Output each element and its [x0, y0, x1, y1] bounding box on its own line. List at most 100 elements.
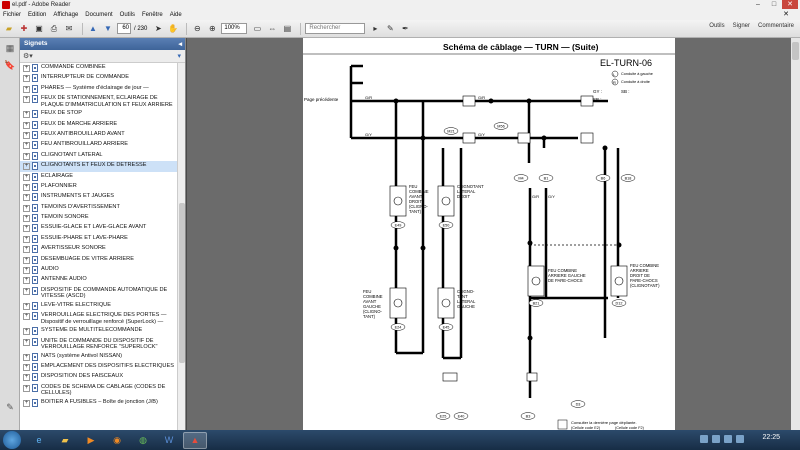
page-number-input[interactable]: 60 — [117, 23, 131, 34]
email-icon[interactable]: ✉ — [65, 24, 73, 33]
expand-icon[interactable]: + — [23, 65, 30, 72]
comment-icon[interactable]: ✎ — [387, 24, 394, 33]
expand-icon[interactable]: + — [23, 246, 30, 254]
bookmark-item[interactable]: +NATS (système Antivol NISSAN) — [20, 352, 178, 362]
menu-edition[interactable]: Edition — [28, 12, 47, 18]
bookmark-item[interactable]: +TEMOIN SONORE — [20, 213, 178, 223]
tray-icon[interactable] — [700, 435, 708, 443]
menu-fichier[interactable]: Fichier — [3, 12, 22, 18]
fit-width-icon[interactable]: ⇔ — [268, 24, 277, 33]
tray-icon[interactable] — [712, 435, 720, 443]
bookmark-item[interactable]: +AVERTISSEUR SONORE — [20, 244, 178, 254]
save-icon[interactable]: ▣ — [35, 24, 43, 33]
fit-page-icon[interactable]: ▭ — [253, 24, 262, 33]
expand-icon[interactable]: + — [23, 111, 30, 119]
menu-fenetre[interactable]: Fenêtre — [142, 12, 163, 18]
bookmark-item[interactable]: +EMPLACEMENT DES DISPOSITIFS ELECTRIQUES — [20, 362, 178, 372]
tools-link[interactable]: Outils — [709, 23, 725, 29]
expand-icon[interactable]: + — [23, 302, 30, 310]
print-icon[interactable]: ⎙ — [50, 23, 58, 33]
taskbar-chrome-icon[interactable]: ◍ — [139, 434, 147, 445]
bookmark-item[interactable]: +TEMOINS D'AVERTISSEMENT — [20, 203, 178, 213]
zoom-in-icon[interactable]: ⊕ — [209, 24, 216, 33]
tray-icon[interactable] — [736, 435, 744, 443]
bookmark-item[interactable]: +DISPOSITIF DE COMMANDE AUTOMATIQUE DE V… — [20, 286, 178, 301]
expand-icon[interactable]: + — [23, 75, 30, 83]
expand-icon[interactable]: + — [23, 131, 30, 139]
expand-icon[interactable]: + — [23, 328, 30, 336]
expand-icon[interactable]: + — [23, 173, 30, 181]
bookmark-item[interactable]: +AUDIO — [20, 265, 178, 275]
bookmark-item[interactable]: +FEU ANTIBROUILLARD ARRIERE — [20, 140, 178, 150]
bookmark-item[interactable]: +FEUX DE STATIONNEMENT, ECLAIRAGE DE PLA… — [20, 94, 178, 109]
bookmark-item[interactable]: +FEUX ANTIBROUILLARD AVANT — [20, 130, 178, 140]
hand-tool-icon[interactable]: ✋ — [168, 24, 179, 33]
pages-icon[interactable]: ▦ — [5, 43, 15, 53]
expand-icon[interactable]: + — [23, 399, 30, 407]
expand-icon[interactable]: + — [23, 287, 30, 295]
bookmark-item[interactable]: +ECLAIRAGE — [20, 172, 178, 182]
expand-icon[interactable]: + — [23, 163, 30, 171]
taskbar-internet-explorer-icon[interactable]: e — [36, 435, 42, 445]
bookmarks-icon[interactable]: 🔖 — [4, 60, 16, 70]
expand-icon[interactable]: + — [23, 225, 30, 233]
menu-aide[interactable]: Aide — [169, 12, 182, 18]
search-next-icon[interactable]: ▸ — [373, 24, 378, 33]
read-mode-icon[interactable]: ▤ — [283, 24, 292, 33]
document-scrollbar[interactable] — [791, 38, 800, 430]
expand-icon[interactable]: + — [23, 121, 30, 129]
search-input[interactable]: Rechercher — [305, 23, 366, 34]
bookmark-item[interactable]: +FEUX DE STOP — [20, 109, 178, 119]
bookmark-item[interactable]: +ESSUIE-GLACE ET LAVE-GLACE AVANT — [20, 223, 178, 233]
taskbar-media-player-icon[interactable]: ▶ — [87, 434, 95, 445]
expand-icon[interactable]: + — [23, 338, 30, 346]
expand-icon[interactable]: + — [23, 204, 30, 212]
bookmark-item[interactable]: +SYSTEME DE MULTITELECOMMANDE — [20, 326, 178, 336]
bookmark-item[interactable]: +CODES DE SCHEMA DE CABLAGE (CODES DE CE… — [20, 383, 178, 398]
maximize-button[interactable]: □ — [771, 1, 777, 8]
bookmarks-scrollbar[interactable] — [177, 63, 185, 430]
expand-icon[interactable]: + — [23, 152, 30, 160]
expand-icon[interactable]: + — [23, 267, 30, 275]
expand-icon[interactable]: + — [23, 194, 30, 202]
document-scrollbar-thumb[interactable] — [792, 42, 799, 60]
taskbar-word-icon[interactable]: W — [164, 435, 174, 445]
previous-page-icon[interactable]: ▲ — [89, 24, 97, 33]
taskbar-explorer-icon[interactable]: ▰ — [61, 434, 69, 445]
expand-icon[interactable]: + — [23, 142, 30, 150]
taskbar-firefox-icon[interactable]: ◉ — [113, 434, 121, 445]
expand-icon[interactable]: + — [23, 235, 30, 243]
select-tool-icon[interactable]: ➤ — [155, 24, 162, 33]
next-page-icon[interactable]: ▼ — [104, 24, 112, 33]
bookmark-item[interactable]: +CLIGNOTANT LATERAL — [20, 151, 178, 161]
new-bookmark-icon[interactable]: ▾ — [177, 53, 181, 60]
expand-icon[interactable]: + — [23, 313, 30, 321]
expand-icon[interactable]: + — [23, 183, 30, 191]
zoom-out-icon[interactable]: ⊖ — [194, 24, 201, 33]
bookmark-item[interactable]: +FEUX DE MARCHE ARRIERE — [20, 120, 178, 130]
comment-link[interactable]: Commentaire — [757, 23, 794, 29]
zoom-level-select[interactable]: 100% — [221, 23, 248, 34]
bookmark-item[interactable]: +UNITE DE COMMANDE DU DISPOSITIF DE VERR… — [20, 337, 178, 352]
bookmark-item[interactable]: +DESEMBUAGE DE VITRE ARRIERE — [20, 255, 178, 265]
options-icon[interactable]: ⚙▾ — [23, 53, 33, 60]
bookmark-item[interactable]: +ANTENNE AUDIO — [20, 275, 178, 285]
bookmark-item[interactable]: +INSTRUMENTS ET JAUGES — [20, 192, 178, 202]
bookmark-item[interactable]: +LEVE-VITRE ELECTRIQUE — [20, 301, 178, 311]
expand-icon[interactable]: + — [23, 363, 30, 371]
taskbar-adobe-reader-icon[interactable]: ▲ — [183, 431, 207, 449]
menu-affichage[interactable]: Affichage — [53, 12, 79, 18]
sign-icon[interactable]: ✒ — [402, 24, 409, 33]
document-close-button[interactable]: ✕ — [783, 11, 789, 18]
bookmark-item[interactable]: +COMMANDE COMBINEE — [20, 63, 178, 73]
expand-icon[interactable]: + — [23, 277, 30, 285]
expand-icon[interactable]: + — [23, 85, 30, 93]
menu-document[interactable]: Document — [85, 12, 113, 18]
menu-outils[interactable]: Outils — [119, 12, 135, 18]
bookmark-item[interactable]: +INTERRUPTEUR DE COMMANDE — [20, 73, 178, 83]
bookmark-item[interactable]: +PLAFONNIER — [20, 182, 178, 192]
expand-icon[interactable]: + — [23, 384, 30, 392]
create-pdf-icon[interactable]: ✚ — [20, 24, 28, 33]
expand-icon[interactable]: + — [23, 374, 30, 382]
start-button[interactable] — [3, 431, 21, 449]
